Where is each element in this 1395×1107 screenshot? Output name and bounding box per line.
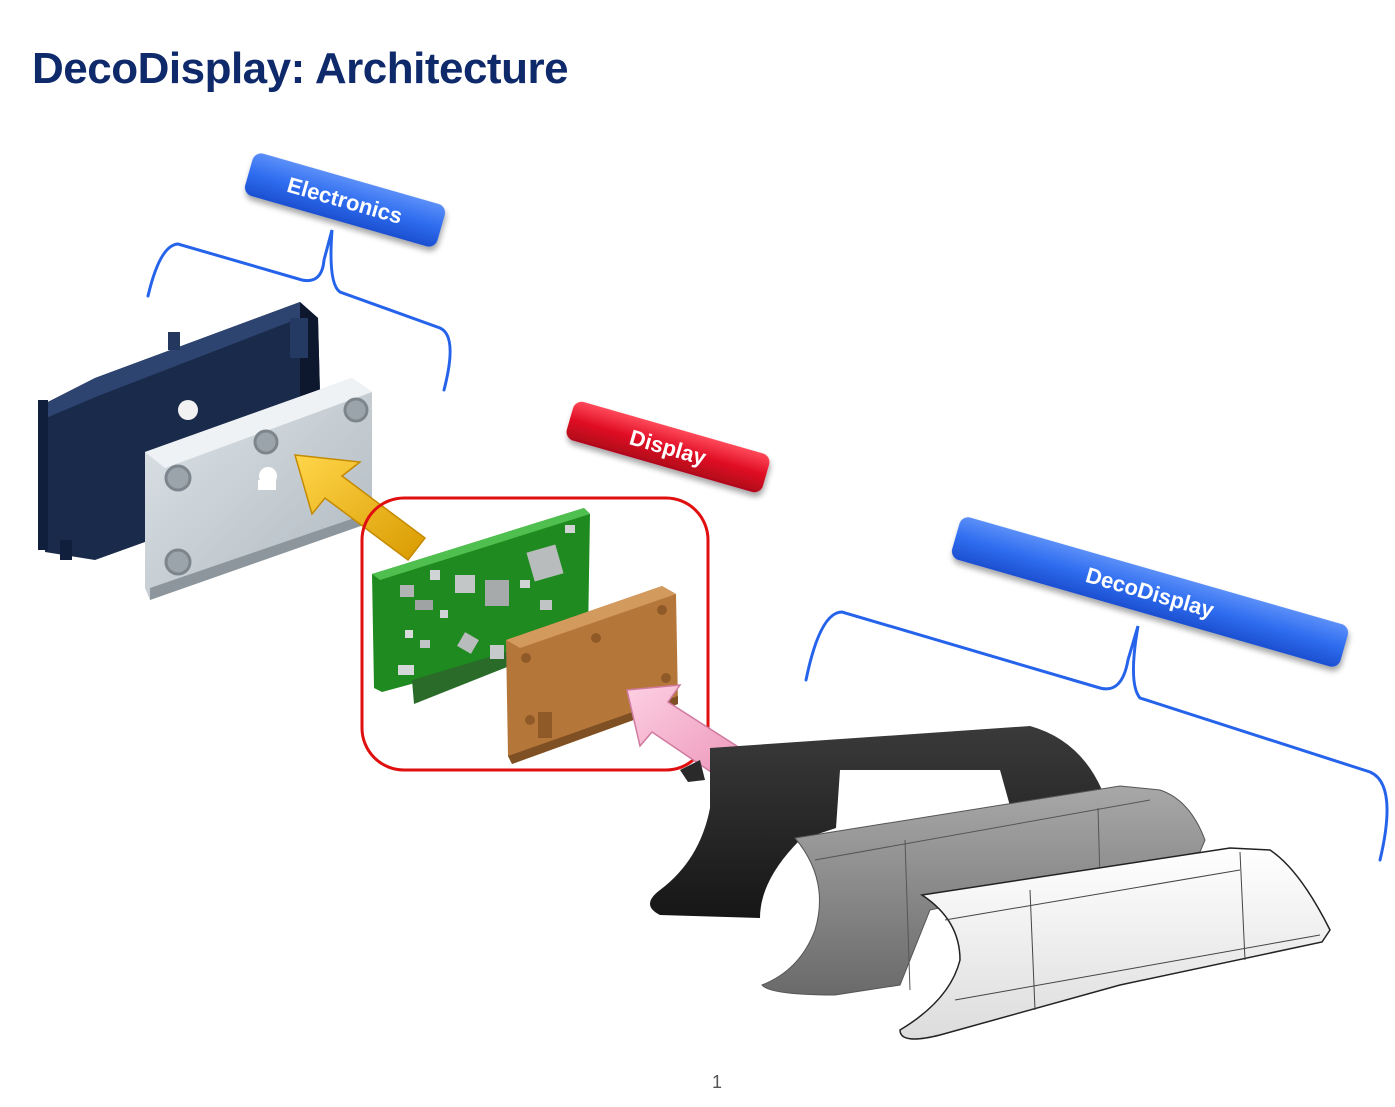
electronics-brace (146, 229, 452, 392)
decodisplay-label: DecoDisplay (951, 517, 1349, 667)
display-highlight-box (360, 496, 710, 772)
black-shell-part (650, 726, 1102, 918)
electronics-label: Electronics (244, 153, 446, 247)
display-label: Display (566, 401, 770, 493)
grey-plate-part (145, 378, 372, 600)
page-number: 1 (712, 1072, 723, 1092)
decodisplay-brace (804, 610, 1389, 862)
white-shell-part (899, 847, 1331, 1040)
yellow-arrow-icon (293, 454, 427, 562)
electronics-group (38, 302, 427, 600)
decodisplay-group (650, 726, 1331, 1040)
page-title: DecoDisplay: Architecture (32, 44, 569, 93)
